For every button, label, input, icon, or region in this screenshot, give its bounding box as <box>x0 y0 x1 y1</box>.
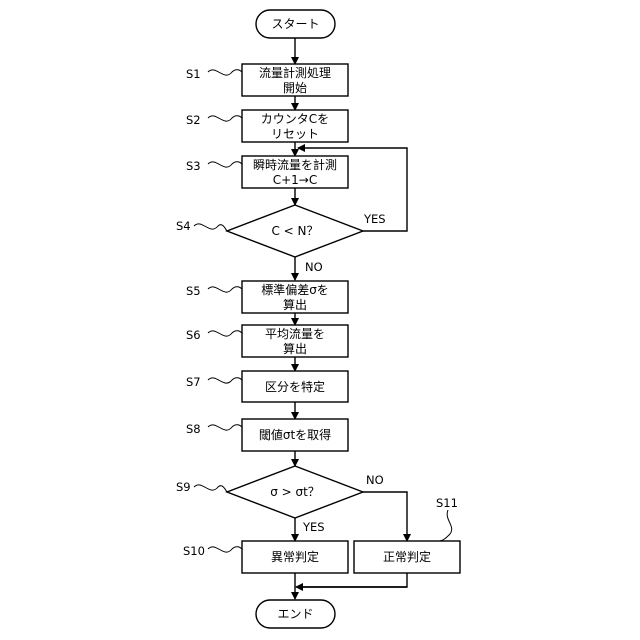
s5-label: S5 <box>186 284 201 298</box>
merge-s11-end <box>298 573 407 587</box>
s8-text: 閾値σtを取得 <box>259 427 331 442</box>
s7-leader <box>208 378 242 383</box>
s5-leader <box>208 287 242 292</box>
s6-line1: 平均流量を <box>265 327 325 341</box>
s9-label: S9 <box>176 480 191 494</box>
s10-text: 異常判定 <box>271 549 319 564</box>
s1-line1: 流量計測処理 <box>259 65 331 80</box>
s10-leader <box>208 547 242 552</box>
s2-label: S2 <box>186 113 201 127</box>
s3-line1: 瞬時流量を計測 <box>253 157 337 172</box>
start-text: スタート <box>271 17 319 31</box>
s9-yes-label: YES <box>302 520 325 534</box>
s9-text: σ > σt？ <box>270 485 320 499</box>
s5-line1: 標準偏差σを <box>261 282 329 297</box>
s4-leader <box>194 224 227 231</box>
s6-label: S6 <box>186 328 201 342</box>
s11-label: S11 <box>436 496 458 510</box>
s9-no-label: NO <box>366 473 384 487</box>
s1-label: S1 <box>186 67 201 81</box>
s2-line1: カウンタCを <box>261 112 329 126</box>
arrow-s9-s11-no <box>363 492 407 541</box>
s9-leader <box>194 485 227 492</box>
s4-text: C < N？ <box>271 224 318 238</box>
s11-text: 正常判定 <box>383 549 431 564</box>
s2-line2: リセット <box>271 127 319 141</box>
s4-no-label: NO <box>305 260 323 274</box>
s4-yes-label: YES <box>363 212 386 226</box>
s6-line2: 算出 <box>283 341 307 356</box>
s4-label: S4 <box>176 219 191 233</box>
s10-label: S10 <box>183 544 205 558</box>
s3-leader <box>208 162 242 167</box>
s2-leader <box>208 116 242 121</box>
s8-leader <box>208 425 242 430</box>
s11-leader <box>440 510 452 541</box>
s7-text: 区分を特定 <box>265 379 325 394</box>
s1-leader <box>208 70 242 75</box>
s7-label: S7 <box>186 375 201 389</box>
s3-label: S3 <box>186 159 201 173</box>
s3-line2: C+1→C <box>273 173 318 187</box>
s8-label: S8 <box>186 422 201 436</box>
end-text: エンド <box>277 607 313 621</box>
s1-line2: 開始 <box>283 81 307 95</box>
s6-leader <box>208 331 242 336</box>
s5-line2: 算出 <box>283 297 307 312</box>
